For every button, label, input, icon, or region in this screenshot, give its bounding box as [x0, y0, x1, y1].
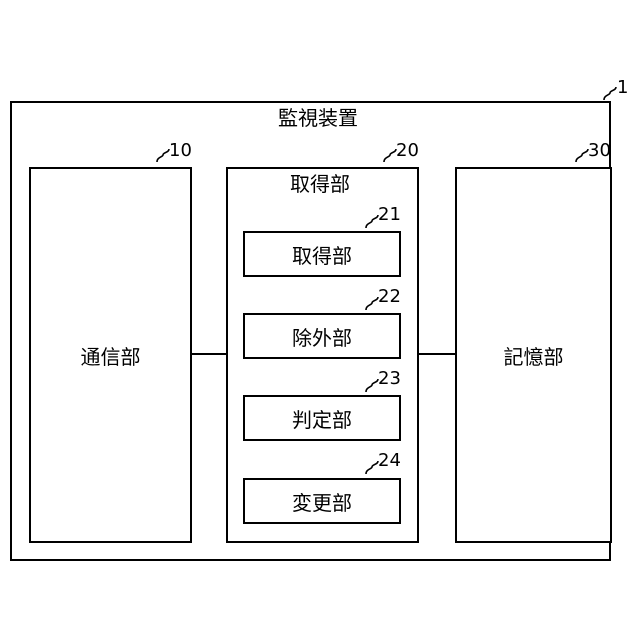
- sub-unit-label-22: 除外部: [292, 322, 352, 351]
- sub-unit-label-24: 変更部: [292, 487, 352, 516]
- sub-unit-label-21: 取得部: [292, 240, 352, 269]
- sub-unit-box-23: 判定部: [243, 395, 401, 441]
- communication-unit-label: 通信部: [81, 341, 141, 370]
- sub-unit-box-24: 変更部: [243, 478, 401, 524]
- sub-unit-box-21: 取得部: [243, 231, 401, 277]
- ref-number-1: 1: [617, 79, 628, 97]
- communication-unit-box: 通信部: [29, 167, 192, 543]
- ref-leader-1: [602, 86, 618, 102]
- connector-communication-control: [191, 353, 227, 355]
- monitoring-device-title: 監視装置: [278, 108, 358, 128]
- sub-unit-box-22: 除外部: [243, 313, 401, 359]
- ref-number-24: 24: [378, 452, 401, 470]
- storage-unit-box: 記憶部: [455, 167, 612, 543]
- control-unit-label: 取得部: [290, 174, 350, 194]
- ref-number-21: 21: [378, 206, 401, 224]
- connector-control-storage: [418, 353, 456, 355]
- ref-number-10: 10: [169, 142, 192, 160]
- ref-number-30: 30: [588, 142, 611, 160]
- ref-number-22: 22: [378, 288, 401, 306]
- ref-number-20: 20: [396, 142, 419, 160]
- sub-unit-label-23: 判定部: [292, 404, 352, 433]
- ref-number-23: 23: [378, 370, 401, 388]
- storage-unit-label: 記憶部: [504, 341, 564, 370]
